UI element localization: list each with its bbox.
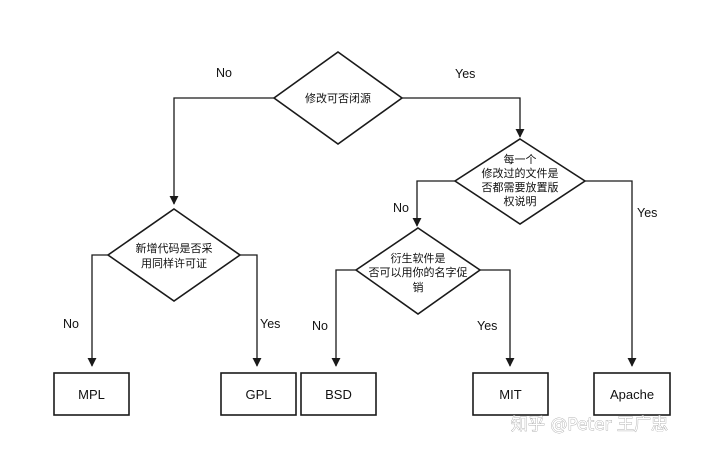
decision-text-line: 衍生软件是 [391,251,446,265]
connectors [87,97,637,367]
label-root-yes: Yes [455,67,475,81]
decision-text-line: 用同样许可证 [141,256,207,270]
license-label: BSD [325,387,352,402]
watermark: 知乎 @Peter 王广忠 [511,415,668,435]
decision-copyright-notice: 每一个 修改过的文件是 否都需要放置版 权说明 [453,138,587,225]
decision-text-line: 新增代码是否采 [136,241,213,255]
label-notice-yes: Yes [637,206,657,220]
decision-text-line: 权说明 [504,194,537,208]
decision-modify-close-source: 修改可否闭源 [272,51,404,145]
label-root-no: No [216,66,232,80]
decision-text-line: 每一个 [504,152,537,166]
edge-labels: No Yes No Yes No Yes No Yes [63,66,657,333]
license-box-apache: Apache [593,372,671,416]
decision-text: 修改可否闭源 [305,91,371,105]
license-label: GPL [245,387,271,402]
decision-text-line: 否可以用你的名字促 [369,265,468,279]
edge-deriv-no [331,269,356,367]
license-box-mit: MIT [472,372,549,416]
decision-new-code-same-license: 新增代码是否采 用同样许可证 [106,208,242,302]
edge-newcode-no [87,254,108,367]
decision-text-line: 否都需要放置版 [482,180,559,194]
edge-root-yes [402,97,525,138]
decision-derivative-use-name: 衍生软件是 否可以用你的名字促 销 [354,227,482,315]
license-label: MPL [78,387,105,402]
license-label: Apache [610,387,654,402]
license-box-gpl: GPL [220,372,297,416]
label-newcode-yes: Yes [260,317,280,331]
license-label: MIT [499,387,521,402]
label-newcode-no: No [63,317,79,331]
edge-notice-no [412,180,455,227]
decision-text-line: 修改过的文件是 [482,166,559,180]
label-deriv-yes: Yes [477,319,497,333]
license-box-mpl: MPL [53,372,130,416]
edge-deriv-yes [480,269,515,367]
edge-notice-yes [585,180,637,367]
edge-newcode-yes [240,254,262,367]
edge-root-no [169,97,274,205]
license-box-bsd: BSD [300,372,377,416]
label-deriv-no: No [312,319,328,333]
label-notice-no: No [393,201,409,215]
decision-text-line: 销 [413,280,424,294]
